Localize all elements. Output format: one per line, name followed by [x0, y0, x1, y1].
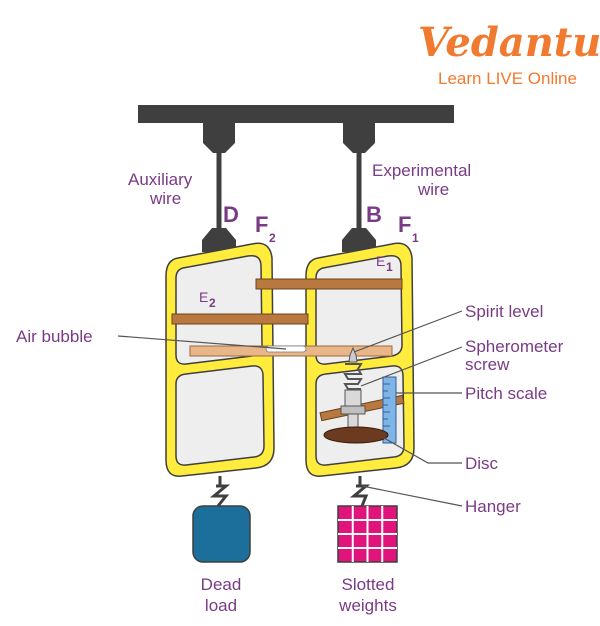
left-top-clamp: [203, 123, 235, 153]
label-f2-sub: 2: [269, 231, 276, 245]
leader-spherometer-screw: [360, 346, 463, 387]
label-experimental-wire-line2: wire: [417, 180, 449, 199]
spherometer-assembly: [319, 346, 405, 444]
label-spherometer-screw-line1: Spherometer: [465, 337, 564, 356]
spherometer-screw: [343, 363, 363, 390]
auxiliary-wire-assembly: [202, 123, 236, 252]
left-hanger: [209, 476, 231, 507]
label-b: B: [366, 202, 382, 227]
label-slotted-weights-line2: weights: [338, 596, 397, 615]
right-hanger: [349, 476, 371, 507]
label-disc: Disc: [465, 454, 499, 473]
cross-bar-e2: [171, 313, 309, 325]
label-spirit-level: Spirit level: [465, 302, 543, 321]
cross-bar-e1: [255, 278, 403, 290]
label-auxiliary-wire-line2: wire: [149, 189, 181, 208]
label-e1-sub: 1: [386, 260, 393, 274]
label-spherometer-screw-line2: screw: [465, 355, 510, 374]
leader-spirit-level: [353, 310, 463, 353]
label-dead-load-line2: load: [205, 596, 237, 615]
right-top-clamp: [343, 123, 375, 153]
logo-brand: Vedantu: [418, 19, 600, 66]
leader-air-bubble: [117, 335, 287, 350]
disc: [323, 426, 389, 444]
label-e2: E: [199, 289, 208, 305]
experimental-wire-assembly: [342, 123, 376, 252]
screw-body: [344, 389, 362, 407]
leader-lines: [117, 310, 463, 507]
label-e2-sub: 2: [209, 296, 216, 310]
label-slotted-weights-line1: Slotted: [342, 575, 395, 594]
leader-disc: [383, 437, 462, 464]
left-bottom-clamp: [202, 228, 236, 252]
dead-load: [192, 505, 251, 563]
label-f2: F: [255, 212, 268, 237]
leader-hanger: [361, 485, 463, 507]
label-d: D: [223, 202, 239, 227]
frame-f2-lower-pane: [175, 365, 265, 466]
label-hanger: Hanger: [465, 497, 521, 516]
slotted-weights: [337, 505, 398, 563]
frame-f2: [165, 242, 275, 477]
label-air-bubble: Air bubble: [16, 327, 93, 346]
label-experimental-wire-line1: Experimental: [372, 161, 471, 180]
label-f1-sub: 1: [412, 231, 419, 245]
label-auxiliary-wire-line1: Auxiliary: [128, 170, 193, 189]
right-bottom-clamp: [342, 228, 376, 252]
label-f1: F: [398, 212, 411, 237]
label-e1: E: [376, 253, 385, 269]
logo-tagline: Learn LIVE Online: [438, 69, 577, 88]
support-beam: [138, 105, 454, 123]
vedantu-logo: Vedantu Learn LIVE Online: [418, 19, 600, 88]
label-dead-load-line1: Dead: [201, 575, 242, 594]
screw-collar: [340, 405, 366, 415]
label-pitch-scale: Pitch scale: [465, 384, 547, 403]
